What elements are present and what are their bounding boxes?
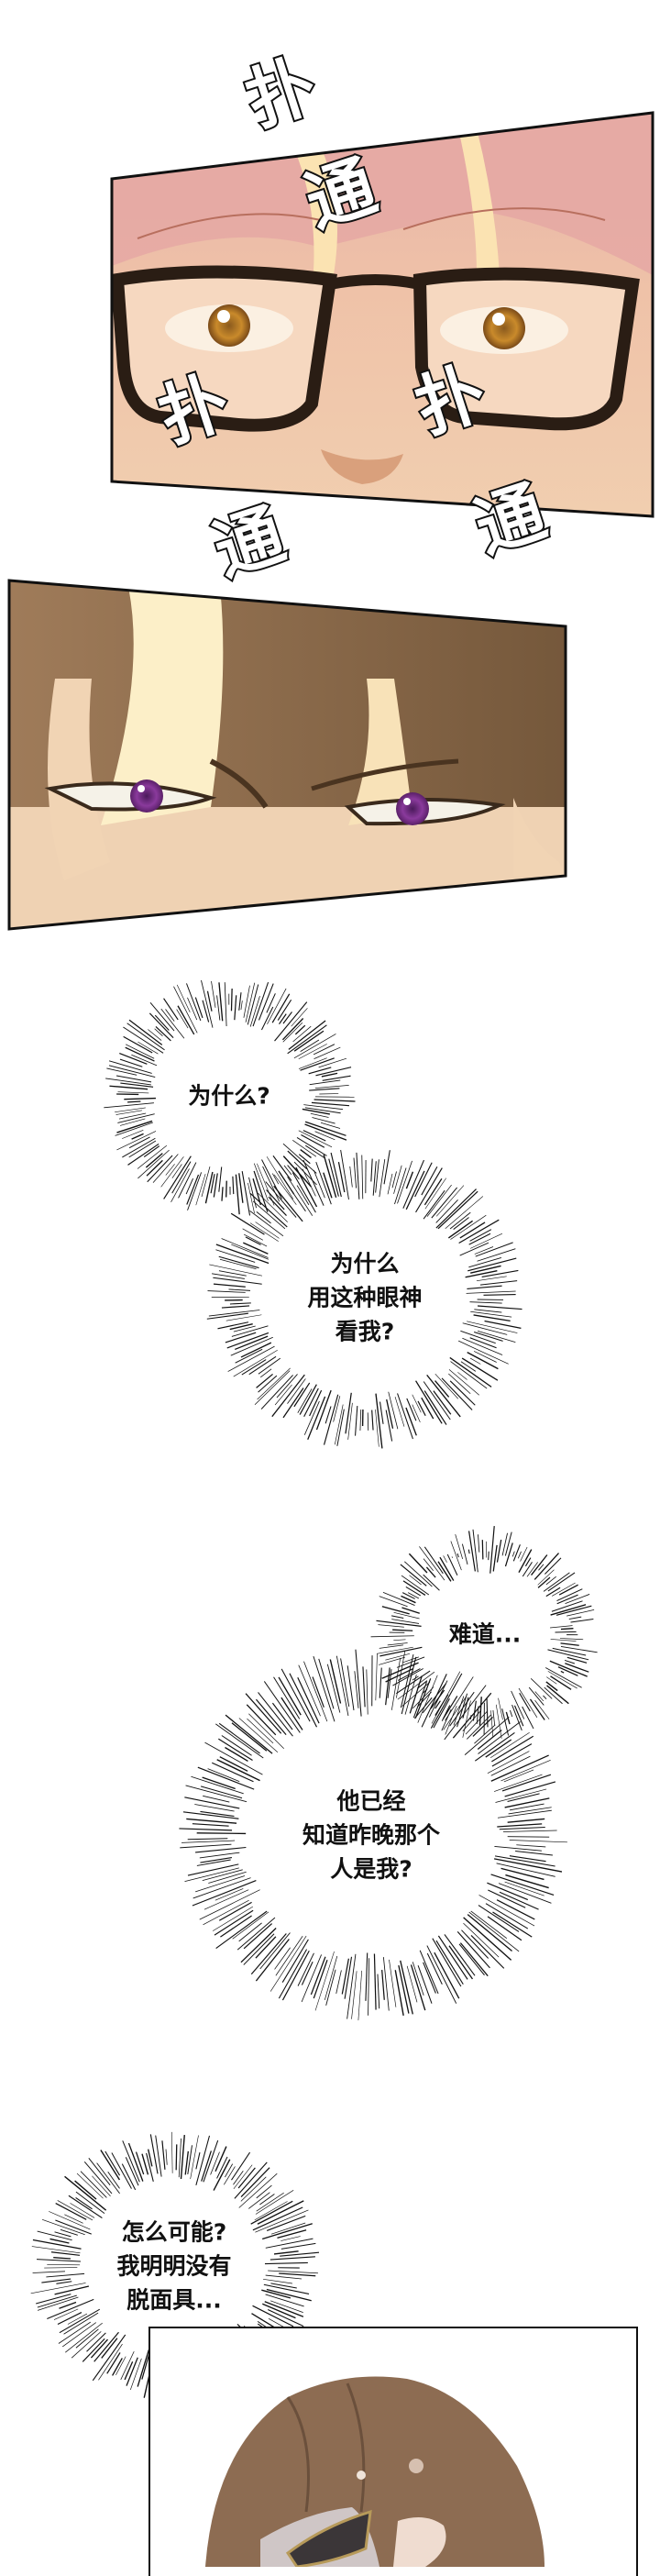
burst-2-line-3: 看我?	[307, 1315, 422, 1349]
thought-burst-4: 他已经 知道昨晚那个 人是我?	[302, 1785, 440, 1886]
burst-4-line-3: 人是我?	[302, 1852, 440, 1886]
panel-masked-character	[148, 2327, 638, 2576]
burst-2-line-1: 为什么	[307, 1247, 422, 1281]
thought-burst-2: 为什么 用这种眼神 看我?	[307, 1247, 422, 1349]
thought-burst-1: 为什么?	[188, 1079, 270, 1113]
burst-2-line-2: 用这种眼神	[307, 1281, 422, 1315]
burst-3-line-1: 难道...	[449, 1618, 522, 1652]
burst-5-line-1: 怎么可能?	[116, 2216, 231, 2250]
panel-3-art	[150, 2328, 636, 2567]
burst-5-line-3: 脱面具...	[116, 2283, 231, 2317]
burst-5-line-2: 我明明没有	[116, 2250, 231, 2283]
thought-burst-3: 难道...	[449, 1618, 522, 1652]
burst-1-line-1: 为什么?	[188, 1079, 270, 1113]
burst-4-line-1: 他已经	[302, 1785, 440, 1819]
thought-burst-5: 怎么可能? 我明明没有 脱面具...	[116, 2216, 231, 2317]
burst-4-line-2: 知道昨晚那个	[302, 1819, 440, 1852]
